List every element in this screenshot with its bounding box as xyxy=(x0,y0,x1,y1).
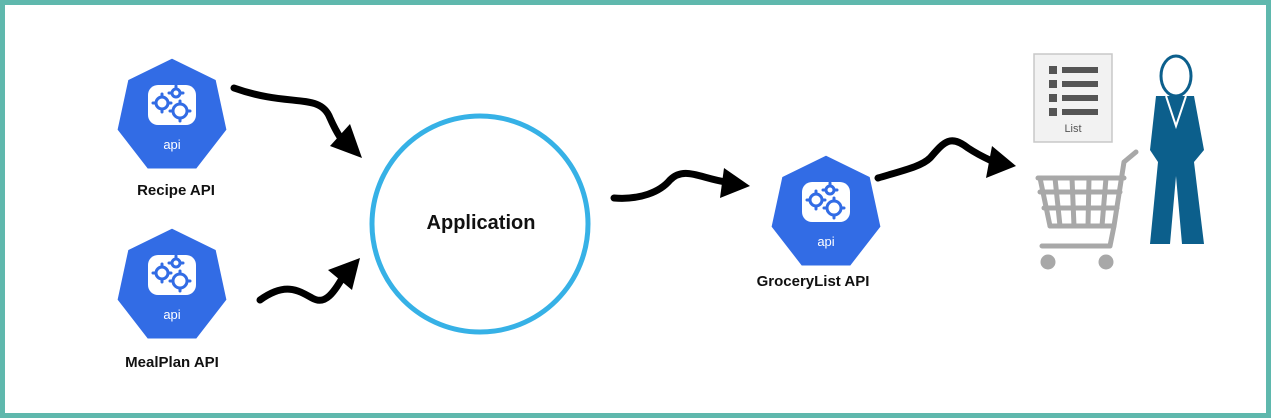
recipe-api-icon: api xyxy=(114,55,230,172)
mealplan-api-icon: api xyxy=(114,225,230,342)
edge-mealplan-to-application xyxy=(256,258,360,304)
recipe-api-icon-text: api xyxy=(163,137,180,152)
mealplan-api-icon-text: api xyxy=(163,307,180,322)
grocerylist-api-label: GroceryList API xyxy=(756,273,870,290)
list-document-icon xyxy=(1033,53,1113,143)
edge-grocerylist-to-user xyxy=(874,137,1016,182)
person-icon xyxy=(1150,54,1204,244)
grocerylist-api-icon: api xyxy=(768,152,884,269)
mealplan-api-label: MealPlan API xyxy=(125,354,219,371)
application-node xyxy=(369,113,591,335)
edge-application-to-grocerylist xyxy=(610,168,750,202)
grocerylist-api-icon-text: api xyxy=(817,234,834,249)
application-label: Application xyxy=(426,212,536,234)
edge-recipe-to-application xyxy=(230,84,362,158)
list-document-label: List xyxy=(1064,123,1082,135)
recipe-api-label: Recipe API xyxy=(137,182,215,199)
shopping-cart-icon xyxy=(1035,149,1139,270)
